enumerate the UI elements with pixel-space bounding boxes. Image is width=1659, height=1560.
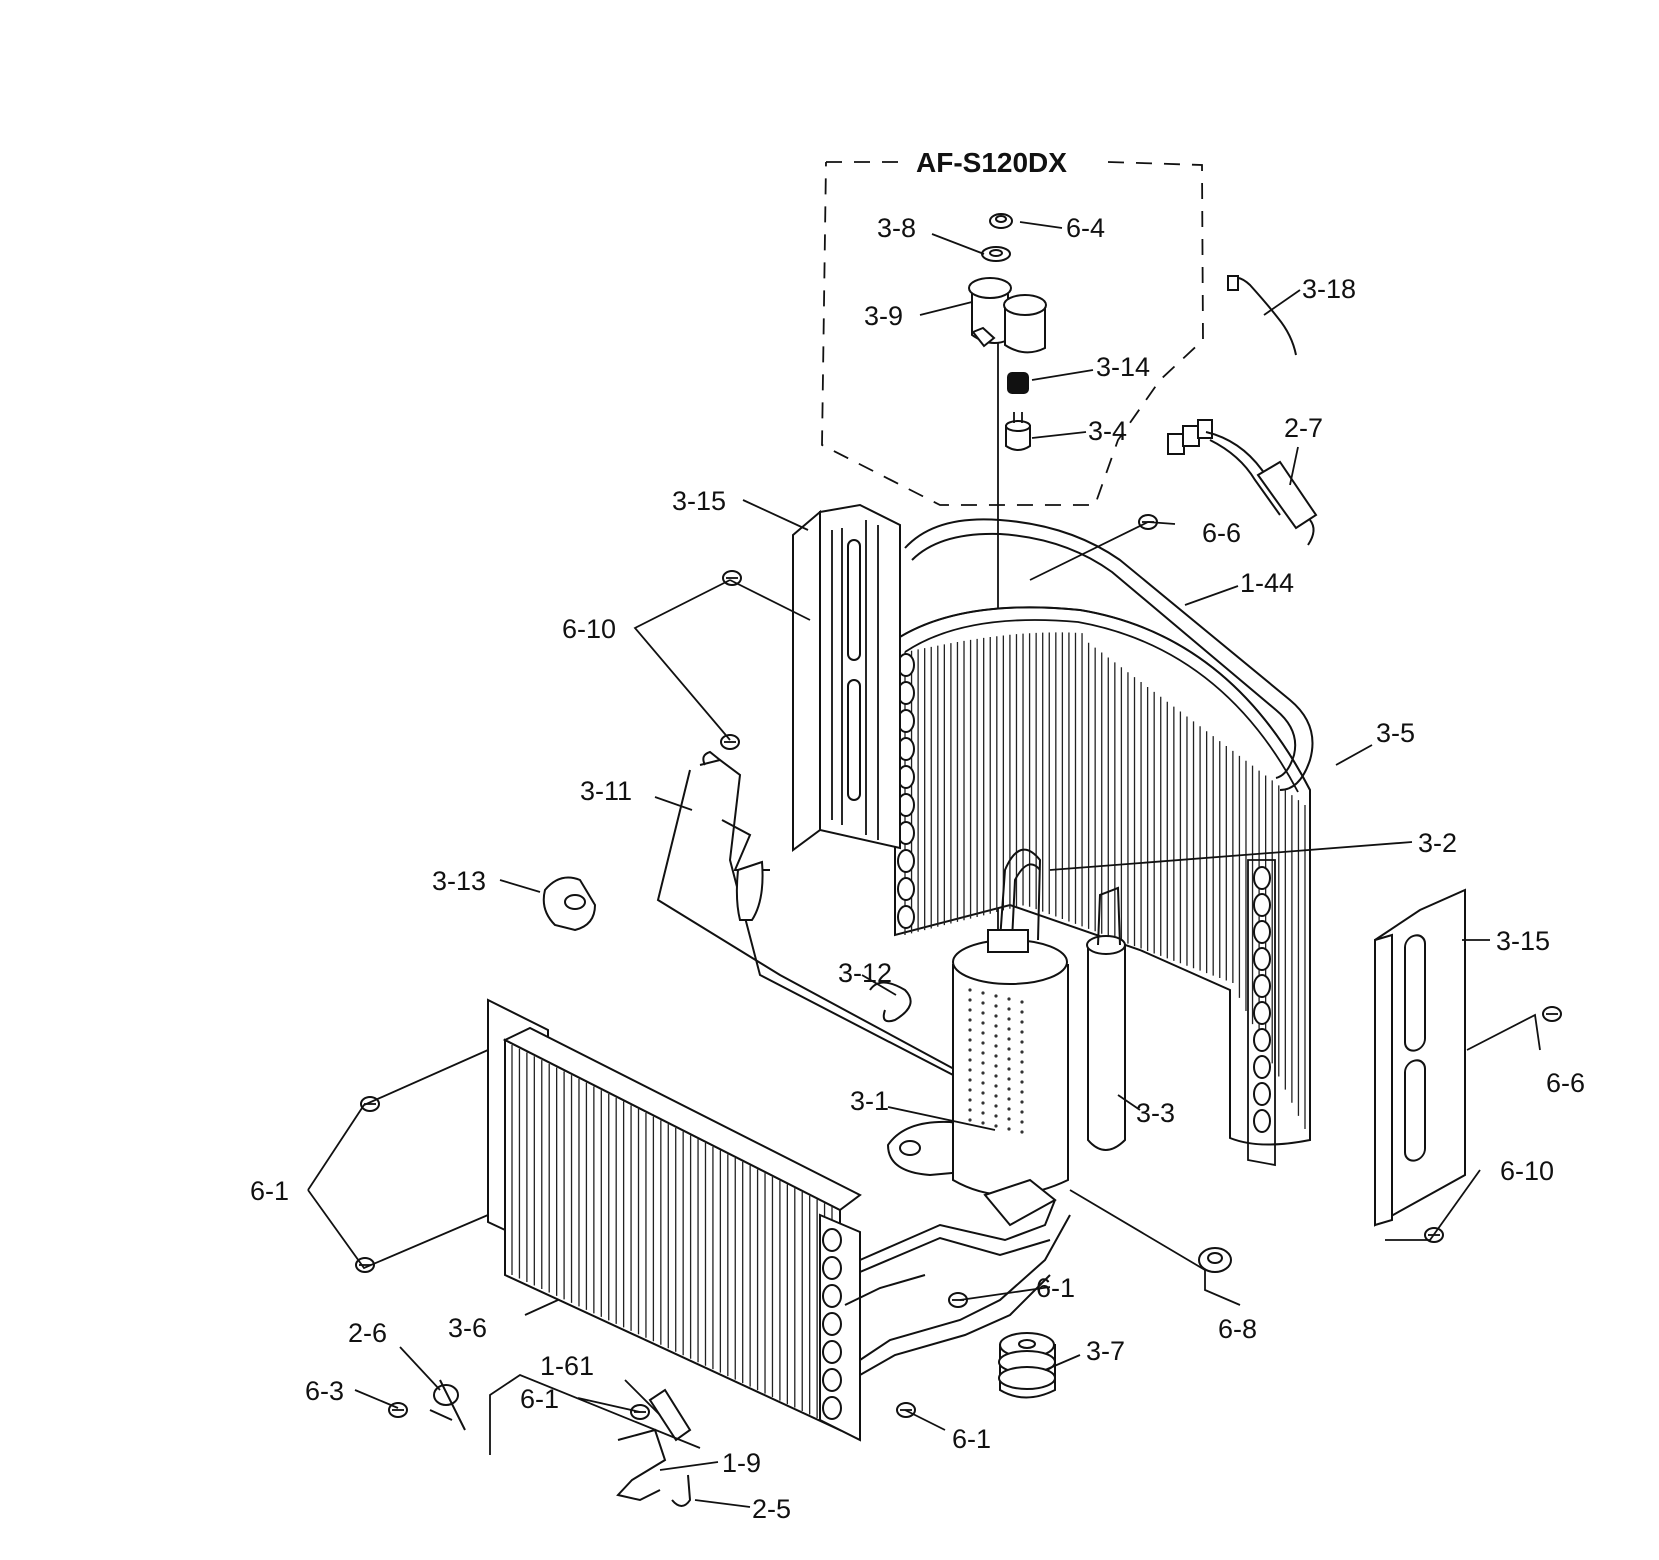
lower-piping [844, 1199, 1071, 1376]
callout-3-1: 3-1 [850, 1086, 889, 1116]
callout-1-44: 1-44 [1240, 568, 1294, 598]
coil-return-bends [897, 653, 1276, 1167]
callout-1-61: 1-61 [540, 1351, 594, 1381]
part-3-11-piping [656, 750, 1051, 1151]
part-3-7-grommet [998, 1332, 1056, 1399]
callout-1-9: 1-9 [722, 1448, 761, 1478]
callout-3-13: 3-13 [432, 866, 486, 896]
callout-3-4: 3-4 [1088, 416, 1127, 446]
callout-6-6-top: 6-6 [1202, 518, 1241, 548]
part-6-4-nut [989, 213, 1013, 229]
part-1-9-bracket [616, 1428, 667, 1502]
callout-6-1-middle: 6-1 [1036, 1273, 1075, 1303]
part-3-15-right-bracket [1374, 888, 1466, 1227]
callout-6-8: 6-8 [1218, 1314, 1257, 1344]
callout-3-9: 3-9 [864, 301, 903, 331]
callout-6-3: 6-3 [305, 1376, 344, 1406]
model-group-box: AF-S120DX [821, 147, 1204, 506]
callout-2-7: 2-7 [1284, 413, 1323, 443]
callout-3-5: 3-5 [1376, 718, 1415, 748]
callout-3-18: 3-18 [1302, 274, 1356, 304]
callout-6-10-left: 6-10 [562, 614, 616, 644]
part-3-15-left-bracket [792, 503, 901, 852]
callout-6-1-lower-left: 6-1 [520, 1384, 559, 1414]
callout-6-6-right: 6-6 [1546, 1068, 1585, 1098]
callout-2-6: 2-6 [348, 1318, 387, 1348]
part-2-6-clamp [429, 1379, 466, 1431]
part-2-7-harness [1167, 419, 1318, 546]
part-2-5-clip [671, 1474, 692, 1507]
part-1-44-tube [904, 518, 1314, 791]
callout-3-15-left: 3-15 [672, 486, 726, 516]
callout-3-11: 3-11 [580, 776, 632, 806]
callout-3-2: 3-2 [1418, 828, 1457, 858]
callout-6-1-lower-right: 6-1 [952, 1424, 991, 1454]
part-3-14-coil [1007, 372, 1029, 394]
callout-3-6: 3-6 [448, 1313, 487, 1343]
part-3-1-compressor [886, 848, 1069, 1196]
part-3-8-washer [981, 246, 1011, 262]
callout-3-7: 3-7 [1086, 1336, 1125, 1366]
part-3-5-condenser-coil [894, 606, 1311, 1146]
callout-2-5: 2-5 [752, 1494, 791, 1524]
part-1-61-tube [648, 1388, 692, 1442]
part-3-9-capacitor [968, 277, 1047, 354]
callout-6-1-left: 6-1 [250, 1176, 289, 1206]
part-3-6-subcooler-coil [487, 998, 862, 1442]
leader-lines [307, 221, 1541, 1508]
callout-3-14: 3-14 [1096, 352, 1150, 382]
part-3-3-accumulator [1086, 886, 1126, 1151]
callout-3-8: 3-8 [877, 213, 916, 243]
part-3-18-wire [1227, 275, 1297, 356]
part-3-13-cap [542, 876, 597, 932]
callout-3-3: 3-3 [1136, 1098, 1175, 1128]
callout-3-15-right: 3-15 [1496, 926, 1550, 956]
callout-labels: 6-4 3-8 3-9 3-14 3-4 3-18 2-7 3-15 6-6 1… [250, 213, 1585, 1524]
callout-6-4: 6-4 [1066, 213, 1105, 243]
model-title: AF-S120DX [916, 147, 1067, 178]
callout-3-12: 3-12 [838, 958, 892, 988]
part-3-4-relay [1005, 412, 1031, 451]
part-3-12-wire [869, 981, 912, 1023]
compressor-mounting [983, 1178, 1232, 1273]
callout-6-10-right: 6-10 [1500, 1156, 1554, 1186]
